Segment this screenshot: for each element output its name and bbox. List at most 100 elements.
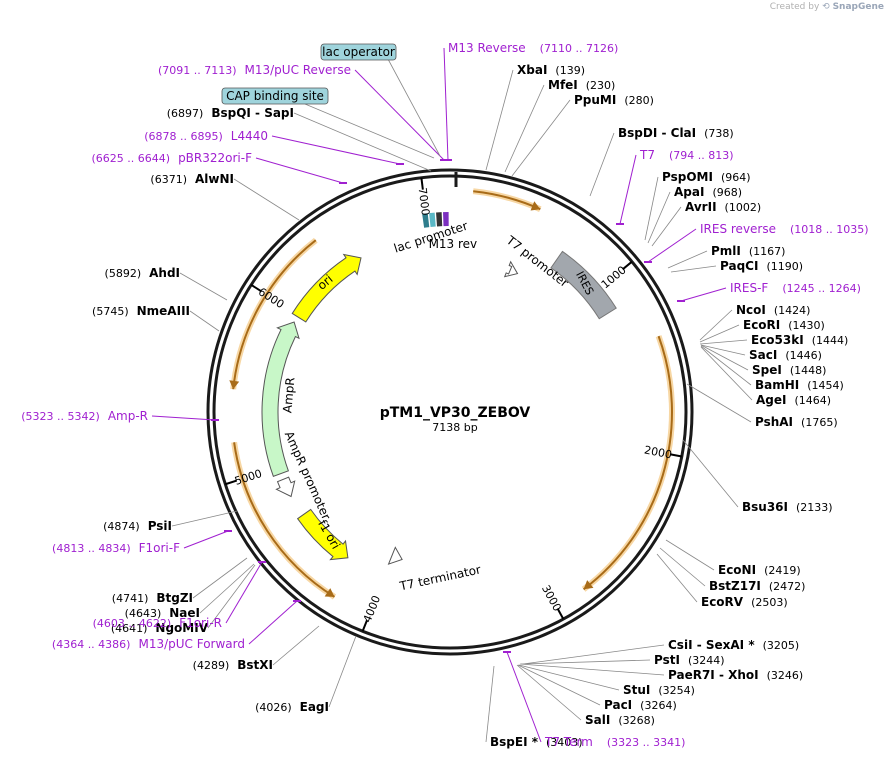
site-label-7: PmlI(1167) (711, 244, 785, 258)
site-name: AhdI (149, 266, 180, 280)
site-pos: (4641) (111, 622, 148, 635)
site-name: BamHI (755, 378, 799, 392)
site-name: BstZ17I (709, 579, 761, 593)
primer-range: (1018 .. 1035) (790, 223, 869, 236)
primer-name: T7 Term (544, 735, 593, 749)
tick-6000 (250, 283, 262, 293)
site-pos: (1430) (788, 319, 825, 332)
site-name: BstXI (237, 658, 273, 672)
site-label-12: SacI(1446) (749, 348, 822, 362)
site-leader-37 (293, 112, 432, 172)
primer-leader-9 (225, 561, 263, 624)
site-label-35: (5892)AhdI (105, 266, 180, 280)
primer-label-2: (6878 .. 6895)L4440 (144, 129, 268, 143)
boxed-label-1: CAP binding site (226, 89, 324, 103)
tick-5000 (225, 479, 238, 486)
site-name: SpeI (752, 363, 782, 377)
primer-range: (794 .. 813) (669, 149, 734, 162)
primer-leader-8 (183, 530, 229, 549)
site-name: SalI (585, 713, 610, 727)
site-name: PaqCI (720, 259, 758, 273)
site-name: XbaI (517, 63, 547, 77)
site-name: EcoRI (743, 318, 780, 332)
site-name: PsiI (148, 519, 172, 533)
site-leader-9 (699, 309, 733, 341)
site-pos: (968) (712, 186, 742, 199)
site-label-30: (4641) NgoMIV (111, 621, 209, 635)
site-name: NmeAIII (137, 304, 190, 318)
site-label-22: PstI(3244) (654, 653, 725, 667)
site-name: PspOMI (662, 170, 713, 184)
primer-leader-4 (619, 154, 637, 225)
site-leader-25 (517, 664, 601, 706)
primer-label-9: (4603 .. 4622)F1ori-R (93, 616, 222, 630)
site-leader-22 (520, 659, 651, 665)
site-leader-26 (516, 664, 582, 721)
primer-label-4: T7(794 .. 813) (639, 148, 734, 162)
site-leader-24 (518, 664, 620, 691)
primer-range: (4364 .. 4386) (52, 638, 131, 651)
site-name: AlwNI (195, 172, 234, 186)
features-layer (229, 188, 675, 600)
primer-label-0: M13 Reverse(7110 .. 7126) (448, 41, 618, 55)
site-pos: (1446) (785, 349, 822, 362)
site-pos: (1765) (801, 416, 838, 429)
primer-label-7: (5323 .. 5342)Amp-R (21, 409, 148, 423)
boxed-leader-0 (388, 59, 441, 157)
backbone-inner-ring (212, 174, 688, 650)
primer-range: (4603 .. 4622) (93, 617, 172, 630)
primer-range: (1245 .. 1264) (782, 282, 861, 295)
site-pos: (3246) (767, 669, 804, 682)
tick-4000 (361, 619, 368, 632)
site-leader-12 (700, 344, 746, 356)
site-pos: (5745) (92, 305, 129, 318)
site-pos: (3254) (658, 684, 695, 697)
site-pos: (1002) (725, 201, 762, 214)
primer-name: L4440 (231, 129, 268, 143)
primer-leader-5 (647, 228, 697, 263)
t7-promoter-arrow (503, 260, 519, 278)
site-name: EcoNI (718, 563, 756, 577)
primer-label-3: (6625 .. 6644)pBR322ori-F (92, 151, 253, 165)
ampr-label: AmpR (280, 377, 297, 414)
site-leader-29 (272, 625, 320, 666)
site-pos: (4741) (112, 592, 149, 605)
site-leader-8 (670, 265, 717, 273)
site-name: BspDI - ClaI (618, 126, 696, 140)
site-pos: (280) (624, 94, 654, 107)
boxed-label-bg-1 (221, 87, 329, 105)
site-name: PacI (604, 698, 632, 712)
site-label-24: StuI (3254) (623, 683, 695, 697)
site-leader-6 (651, 206, 682, 247)
site-name: StuI (623, 683, 650, 697)
site-label-27: BspEI *(3403) (490, 735, 583, 749)
site-pos: (4643) (125, 607, 162, 620)
site-label-1: MfeI(230) (548, 78, 615, 92)
primer-range: (7091 .. 7113) (158, 64, 237, 77)
orf-arc-4-arrowhead (229, 380, 240, 390)
orf-arc-4 (232, 239, 317, 390)
site-name: PmlI (711, 244, 741, 258)
site-leader-2 (511, 99, 571, 177)
site-label-23: PaeR7I - XhoI(3246) (668, 668, 803, 682)
site-pos: (139) (555, 64, 585, 77)
site-pos: (1424) (774, 304, 811, 317)
primer-name: Amp-R (108, 409, 148, 423)
site-leader-10 (699, 324, 740, 343)
site-name: EcoRV (701, 595, 744, 609)
site-label-26: SalI(3268) (585, 713, 655, 727)
plasmid-size: 7138 bp (432, 421, 477, 434)
primer-name: F1ori-F (139, 541, 180, 555)
leader-lines-layer (151, 47, 753, 743)
site-label-21: CsiI - SexAI *(3205) (668, 638, 799, 652)
credit-prefix: Created by (769, 2, 820, 12)
lac-region-block-0 (422, 213, 430, 228)
tick-label-4000: 4000 (361, 594, 383, 625)
site-leader-27 (485, 665, 495, 743)
site-leader-11 (699, 339, 748, 345)
snapgene-logo-icon: ⟲ (822, 2, 830, 12)
primer-range: (3323 .. 3341) (607, 736, 686, 749)
site-leader-33 (171, 510, 238, 527)
site-pos: (964) (721, 171, 751, 184)
site-name: NgoMIV (155, 621, 208, 635)
